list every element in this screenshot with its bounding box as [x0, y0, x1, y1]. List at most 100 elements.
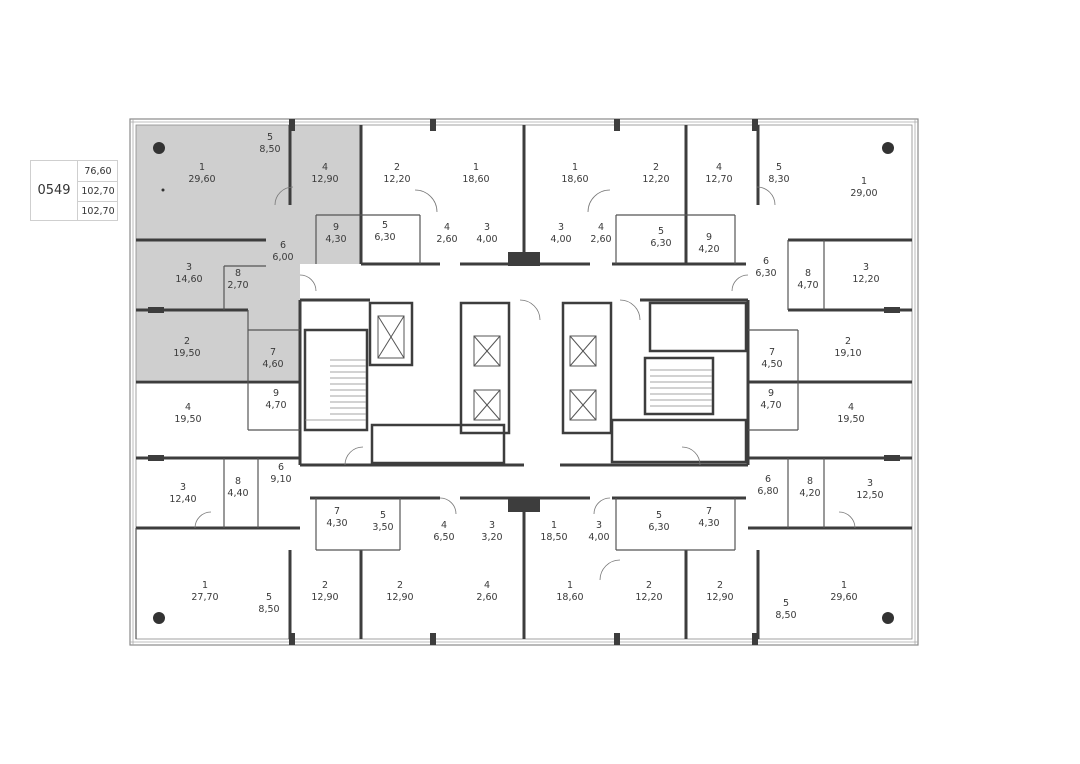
room-number: 9 — [768, 388, 774, 399]
room-number: 4 — [444, 222, 450, 233]
apartment-number: 0549 — [37, 183, 71, 198]
room-area: 4,20 — [698, 244, 719, 255]
room-area: 12,40 — [169, 494, 196, 505]
room-number: 8 — [235, 268, 241, 279]
room-number: 5 — [658, 226, 664, 237]
elevator-cabins — [377, 315, 597, 421]
room-number: 2 — [394, 162, 400, 173]
room-number: 7 — [334, 506, 340, 517]
room-area: 12,70 — [705, 174, 732, 185]
room-number: 5 — [382, 220, 388, 231]
room-area: 6,50 — [433, 532, 454, 543]
room-area: 12,90 — [311, 592, 338, 603]
building-core — [303, 301, 748, 465]
room-area: 19,50 — [173, 348, 200, 359]
room-number: 3 — [558, 222, 564, 233]
room-number: 6 — [278, 462, 284, 473]
room-area: 18,60 — [556, 592, 583, 603]
room-number: 2 — [646, 580, 652, 591]
room-area: 6,30 — [648, 522, 669, 533]
room-number: 8 — [805, 268, 811, 279]
room-number: 3 — [867, 478, 873, 489]
room-number: 4 — [484, 580, 490, 591]
room-area: 19,50 — [174, 414, 201, 425]
facade-pillars — [148, 119, 900, 645]
room-number: 1 — [841, 580, 847, 591]
room-area: 19,10 — [834, 348, 861, 359]
room-area: 12,50 — [856, 490, 883, 501]
room-area: 2,60 — [590, 234, 611, 245]
area-value-2: 102,70 — [78, 182, 118, 202]
room-area: 18,60 — [561, 174, 588, 185]
room-area: 19,50 — [837, 414, 864, 425]
room-area: 6,00 — [272, 252, 293, 263]
room-number: 8 — [807, 476, 813, 487]
room-number: 9 — [333, 222, 339, 233]
room-area: 4,30 — [698, 518, 719, 529]
room-area: 6,30 — [650, 238, 671, 249]
room-number: 3 — [596, 520, 602, 531]
selected-apartment-area — [136, 125, 361, 380]
room-area: 8,50 — [259, 144, 280, 155]
room-area: 4,60 — [262, 359, 283, 370]
room-number: 9 — [273, 388, 279, 399]
room-area: 12,20 — [383, 174, 410, 185]
room-area: 12,20 — [642, 174, 669, 185]
room-area: 12,20 — [852, 274, 879, 285]
room-area: 8,50 — [775, 610, 796, 621]
room-area: 4,70 — [265, 400, 286, 411]
room-number: 6 — [765, 474, 771, 485]
room-area: 29,60 — [188, 174, 215, 185]
room-area: 27,70 — [191, 592, 218, 603]
room-number: 4 — [598, 222, 604, 233]
room-number: 9 — [706, 232, 712, 243]
room-area: 2,60 — [476, 592, 497, 603]
room-area: 6,30 — [755, 268, 776, 279]
room-area: 8,50 — [258, 604, 279, 615]
room-number: 6 — [763, 256, 769, 267]
room-area: 29,60 — [830, 592, 857, 603]
room-number: 2 — [397, 580, 403, 591]
room-area: 3,20 — [481, 532, 502, 543]
stair-treads — [305, 359, 712, 421]
room-area: 12,90 — [706, 592, 733, 603]
room-number: 4 — [848, 402, 854, 413]
room-area: 3,50 — [372, 522, 393, 533]
room-number: 3 — [186, 262, 192, 273]
room-number: 3 — [489, 520, 495, 531]
room-number: 1 — [473, 162, 479, 173]
room-number: 3 — [484, 222, 490, 233]
room-number: 4 — [185, 402, 191, 413]
room-number: 1 — [572, 162, 578, 173]
room-number: 2 — [653, 162, 659, 173]
room-area: 12,90 — [311, 174, 338, 185]
room-number: 1 — [199, 162, 205, 173]
room-number: 5 — [266, 592, 272, 603]
room-area: 14,60 — [175, 274, 202, 285]
room-area: 8,30 — [768, 174, 789, 185]
room-number: 1 — [202, 580, 208, 591]
room-number: 5 — [783, 598, 789, 609]
room-number: 1 — [551, 520, 557, 531]
room-number: 4 — [322, 162, 328, 173]
apartment-info-box: 0549 76,60 102,70 102,70 — [30, 160, 118, 221]
facade-windows — [130, 119, 918, 645]
room-area: 2,60 — [436, 234, 457, 245]
room-area: 4,20 — [799, 488, 820, 499]
room-area: 6,30 — [374, 232, 395, 243]
room-number: 5 — [267, 132, 273, 143]
interior-walls — [136, 125, 912, 639]
room-number: 5 — [656, 510, 662, 521]
room-number: 7 — [270, 347, 276, 358]
room-number: 5 — [380, 510, 386, 521]
room-labels: 129,6058,50412,9094,3066,00314,6082,7021… — [169, 132, 883, 621]
room-area: 12,20 — [635, 592, 662, 603]
room-area: 4,30 — [326, 518, 347, 529]
room-area: 18,60 — [462, 174, 489, 185]
room-number: 8 — [235, 476, 241, 487]
room-number: 7 — [706, 506, 712, 517]
area-value-3: 102,70 — [81, 206, 115, 217]
room-area: 4,00 — [550, 234, 571, 245]
room-number: 2 — [322, 580, 328, 591]
